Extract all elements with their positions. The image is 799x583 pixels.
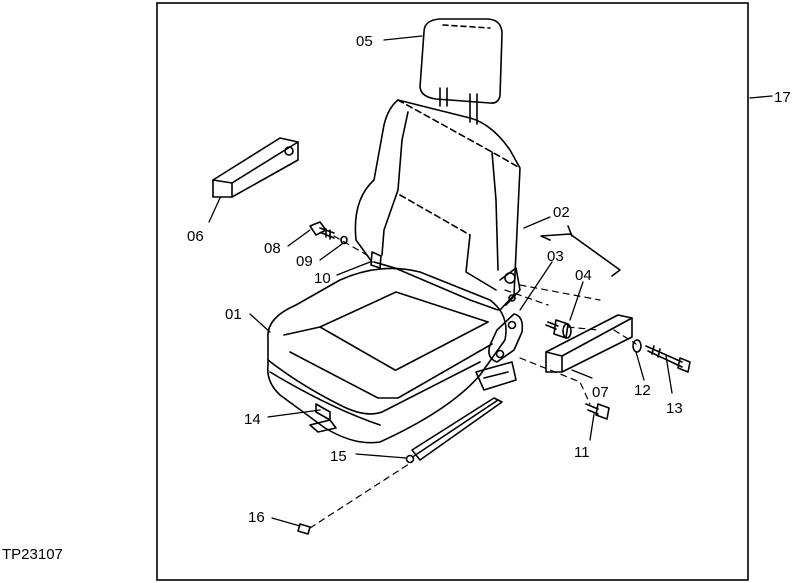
bolt-08: [309, 221, 335, 240]
label-11: 11: [574, 444, 590, 461]
seat-side-bracket: [475, 267, 524, 391]
label-10: 10: [314, 270, 331, 287]
label-17: 17: [774, 89, 791, 106]
label-09: 09: [296, 253, 313, 270]
adjust-lever: [309, 403, 337, 433]
bolt-13: [645, 345, 691, 373]
label-06: 06: [187, 228, 204, 245]
label-15: 15: [330, 448, 347, 465]
seat-back: [354, 99, 521, 311]
armrest-bolt-04: [545, 319, 572, 339]
label-16: 16: [248, 509, 265, 526]
left-armrest: [212, 137, 299, 198]
diagram-frame: [156, 2, 749, 581]
screw-16: [297, 523, 311, 535]
slide-rail: [405, 397, 503, 464]
nut-10: [370, 251, 382, 269]
label-07: 07: [592, 384, 609, 401]
label-14: 14: [244, 411, 261, 428]
leader-lines: [208, 35, 773, 527]
figure-id: TP23107: [2, 546, 63, 563]
bolt-11: [585, 403, 610, 420]
label-13: 13: [666, 400, 683, 417]
seat-cushion: [266, 267, 507, 444]
label-01: 01: [225, 306, 242, 323]
assembly-lines: [309, 235, 637, 529]
headrest: [419, 18, 503, 125]
label-12: 12: [634, 382, 651, 399]
label-08: 08: [264, 240, 281, 257]
bracket-stem: [567, 225, 573, 237]
label-05: 05: [356, 33, 373, 50]
washer-12: [632, 339, 642, 353]
label-04: 04: [575, 267, 592, 284]
label-03: 03: [547, 248, 564, 265]
right-armrest: [545, 314, 633, 373]
washer-09: [340, 235, 348, 245]
label-02: 02: [553, 204, 570, 221]
group-bracket: [540, 233, 621, 277]
